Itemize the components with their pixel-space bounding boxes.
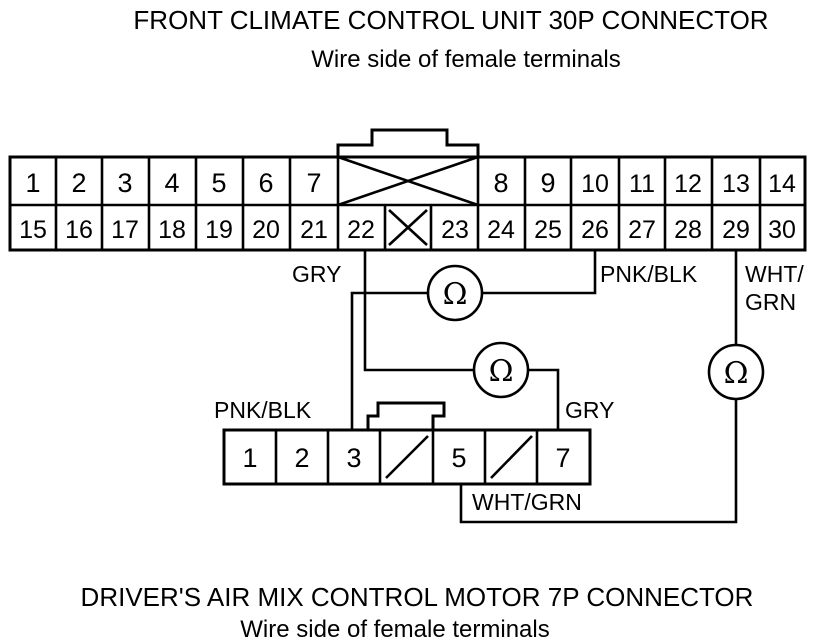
pin-30p-11: 11 [629,170,655,198]
pin-30p-17: 17 [111,216,139,244]
pin-30p-7: 7 [306,168,321,198]
pin-30p-14: 14 [768,170,796,198]
pin-30p-12: 12 [674,170,702,198]
wire-gry [363,250,474,372]
pin-30p-8: 8 [493,168,508,198]
wire-pnk-blk [482,250,597,295]
pin-30p-4: 4 [164,168,179,198]
pin-30p-3: 3 [117,168,132,198]
pin-30p-23: 23 [441,216,469,244]
top-connector-subtitle: Wire side of female terminals [311,46,620,73]
pin-30p-19: 19 [205,216,233,244]
connector-7p-lock-tab [366,401,446,430]
pin-7p-5: 5 [451,443,466,473]
ohmmeter-pnk-blk: Ω [426,264,484,322]
connector-30p-frame [8,155,807,252]
pin-7p-3: 3 [346,443,361,473]
pin-30p-9: 9 [540,168,555,198]
label-gry-bottom: GRY [565,397,614,423]
bottom-connector-title: DRIVER'S AIR MIX CONTROL MOTOR 7P CONNEC… [81,582,754,612]
ohmmeter-gry: Ω [472,341,530,399]
bottom-connector-subtitle: Wire side of female terminals [240,616,549,643]
pin-30p-20: 20 [252,216,280,244]
pin-7p-7: 7 [555,443,570,473]
ohm-icon: Ω [724,356,749,391]
connector-30p-lock-tab [336,128,480,157]
pin-30p-26: 26 [581,216,609,244]
pin-30p-24: 24 [487,216,515,244]
label-wht-grn-top-1: WHT/ [745,261,804,287]
pin-30p-10: 10 [581,170,609,198]
pin-30p-6: 6 [258,168,273,198]
blank-cell-slash [490,435,533,479]
pin-30p-29: 29 [722,216,750,244]
pin-30p-30: 30 [768,216,796,244]
pin-30p-22: 22 [347,216,375,244]
label-wht-grn-top-2: GRN [745,289,796,315]
pin-30p-2: 2 [71,168,86,198]
pin-30p-27: 27 [628,216,656,244]
connector-7p-frame [222,428,592,486]
pin-30p-1: 1 [25,168,40,198]
pin-30p-18: 18 [158,216,186,244]
pin-30p-28: 28 [674,216,702,244]
pin-7p-1: 1 [242,443,257,473]
top-connector-title: FRONT CLIMATE CONTROL UNIT 30P CONNECTOR [133,5,768,35]
label-gry-top: GRY [292,261,341,287]
connector-30p: 1 2 3 4 5 6 7 8 9 10 11 12 13 14 15 16 1… [8,128,807,252]
connector-7p: 1 2 3 5 7 [222,401,592,486]
label-pnk-blk-bottom: PNK/BLK [214,397,312,423]
ohm-icon: Ω [489,354,514,389]
ohmmeter-wht-grn: Ω [707,343,765,401]
label-wht-grn-bottom: WHT/GRN [472,489,582,515]
pin-30p-21: 21 [300,216,328,244]
wire-wht-grn-lower [459,399,738,524]
pin-30p-15: 15 [19,216,47,244]
pin-30p-25: 25 [534,216,562,244]
wire-gry-lower [528,368,560,430]
blank-cell-slash [385,435,429,479]
pin-30p-16: 16 [65,216,93,244]
pin-30p-13: 13 [722,170,750,198]
pin-7p-2: 2 [294,443,309,473]
label-pnk-blk-top: PNK/BLK [600,261,698,287]
wire-pnk-blk-lower [350,291,428,430]
pin-30p-5: 5 [211,168,226,198]
ohm-icon: Ω [443,277,468,312]
